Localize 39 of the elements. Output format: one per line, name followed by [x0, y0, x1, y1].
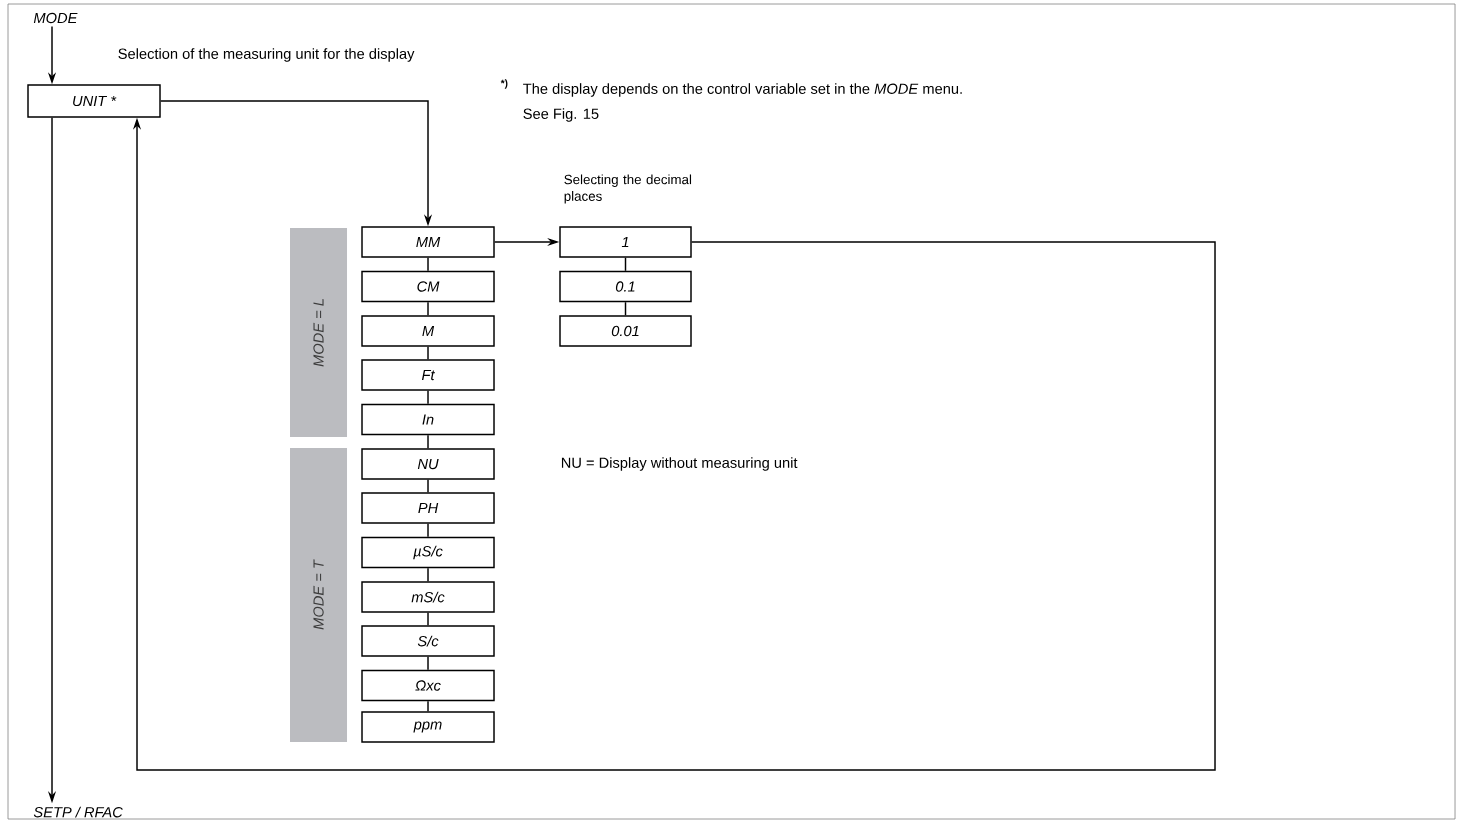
connector-line — [427, 301, 429, 316]
menu-box: In — [361, 403, 495, 436]
connector-line — [427, 700, 429, 712]
connector-line — [427, 567, 429, 582]
connector-line — [624, 257, 627, 272]
menu-box: PH — [361, 492, 495, 524]
footnote-mark: *) — [500, 79, 508, 89]
footnote-text: See Fig. 15 — [523, 108, 599, 122]
connector-line — [427, 612, 429, 626]
connector-line — [427, 656, 429, 671]
connector-line — [427, 390, 429, 405]
menu-box: M — [361, 315, 495, 347]
note-text: Selection of the measuring unit for the display — [118, 48, 415, 62]
menu-box: Ft — [361, 359, 495, 391]
menu-box: UNIT * — [27, 84, 161, 118]
footnote-text: The display depends on the control variable set in the MODE menu. — [523, 83, 962, 97]
connector-line — [427, 346, 429, 360]
menu-box: 0.01 — [559, 315, 692, 347]
connector-line — [427, 434, 429, 449]
menu-box: Ωxc — [361, 669, 495, 702]
menu-box: 0.1 — [559, 270, 692, 303]
note-text: NU = Display without measuring unit — [561, 457, 798, 471]
menu-box: NU — [361, 448, 495, 480]
column-heading: Selecting the decimal places — [564, 174, 692, 204]
menu-box: CM — [361, 270, 495, 303]
connector-line — [427, 257, 429, 272]
menu-box: MM — [361, 226, 495, 258]
menu-box: µS/c — [361, 536, 495, 569]
menu-label: SETP / RFAC — [33, 806, 123, 818]
menu-box: 1 — [559, 226, 692, 258]
menu-box: ppm — [361, 711, 495, 743]
connector-line — [427, 479, 429, 493]
connector-line — [624, 301, 627, 316]
mode-band: MODE = L — [290, 228, 347, 437]
connector-line — [427, 523, 429, 538]
menu-label: MODE — [33, 12, 78, 24]
menu-box: S/c — [361, 625, 495, 657]
mode-band: MODE = T — [290, 448, 347, 742]
menu-box: mS/c — [361, 581, 495, 613]
